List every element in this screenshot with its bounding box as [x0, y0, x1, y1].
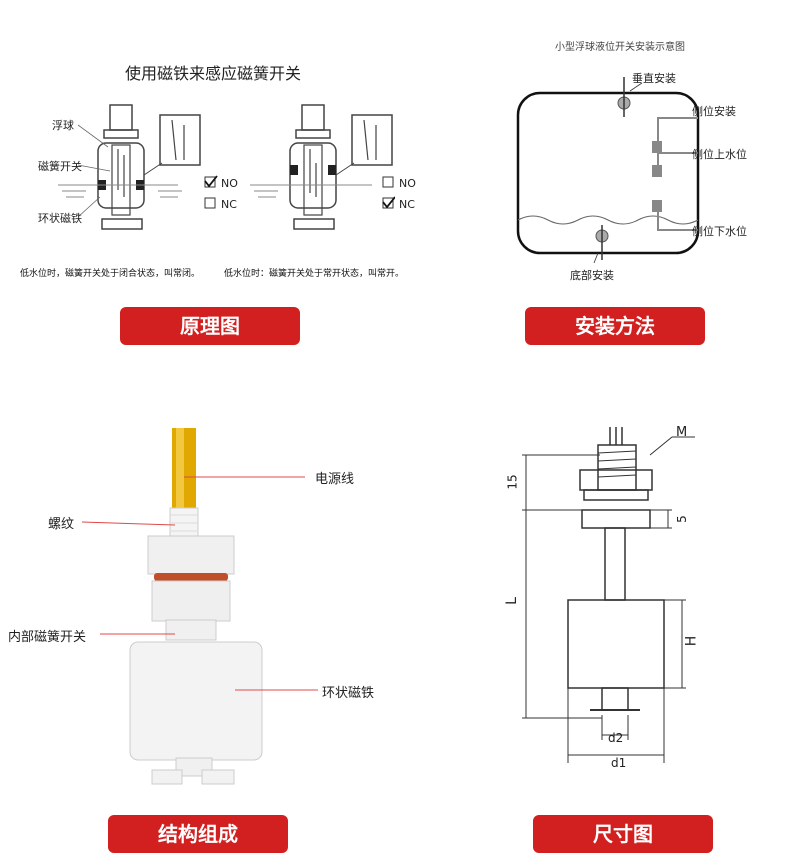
label-magnet: 环状磁铁 — [38, 212, 82, 225]
right-no-label: NO — [399, 177, 416, 190]
label-reed: 磁簧开关 — [38, 160, 82, 173]
structure-reed-label: 内部磁簧开关 — [8, 630, 87, 645]
install-side-lower-label: 侧位下水位 — [692, 225, 747, 238]
principle-left-assembly — [58, 104, 201, 230]
dim-15-label: 15 — [505, 474, 520, 490]
principle-button[interactable]: 原理图 — [120, 307, 300, 345]
structure-photo — [129, 428, 263, 785]
dim-5-label: 5 — [674, 515, 689, 523]
left-no-label: NO — [221, 177, 238, 190]
structure-magnet-label: 环状磁铁 — [322, 686, 375, 701]
label-float: 浮球 — [52, 119, 74, 132]
dim-H-label: H — [683, 635, 700, 647]
dim-m-label: M — [676, 425, 688, 440]
install-side-upper-label: 侧位上水位 — [692, 148, 747, 161]
dim-d2-label: d2 — [608, 731, 624, 745]
dimension-drawing — [522, 427, 695, 763]
install-button[interactable]: 安装方法 — [525, 307, 705, 345]
principle-right-assembly — [250, 104, 393, 230]
right-nc-label: NC — [399, 198, 415, 211]
structure-thread-label: 螺纹 — [48, 517, 75, 532]
caption-right: 低水位时：磁簧开关处于常开状态，叫常开。 — [224, 269, 405, 279]
dim-L-label: L — [503, 597, 520, 605]
install-side-label: 侧位安装 — [692, 105, 736, 118]
dimension-button[interactable]: 尺寸图 — [533, 815, 713, 853]
caption-left: 低水位时，磁簧开关处于闭合状态，叫常闭。 — [20, 269, 201, 279]
principle-diagram — [58, 104, 395, 230]
install-bottom-label: 底部安装 — [570, 269, 614, 282]
structure-button[interactable]: 结构组成 — [108, 815, 288, 853]
left-nc-label: NC — [221, 198, 237, 211]
install-diagram — [516, 77, 700, 264]
principle-title: 使用磁铁来感应磁簧开关 — [125, 64, 302, 83]
dim-d1-label: d1 — [611, 756, 627, 770]
structure-wire-label: 电源线 — [315, 472, 355, 487]
install-title: 小型浮球液位开关安装示意图 — [555, 42, 685, 53]
structure-leaders — [81, 476, 318, 691]
install-top-label: 垂直安装 — [632, 72, 676, 85]
